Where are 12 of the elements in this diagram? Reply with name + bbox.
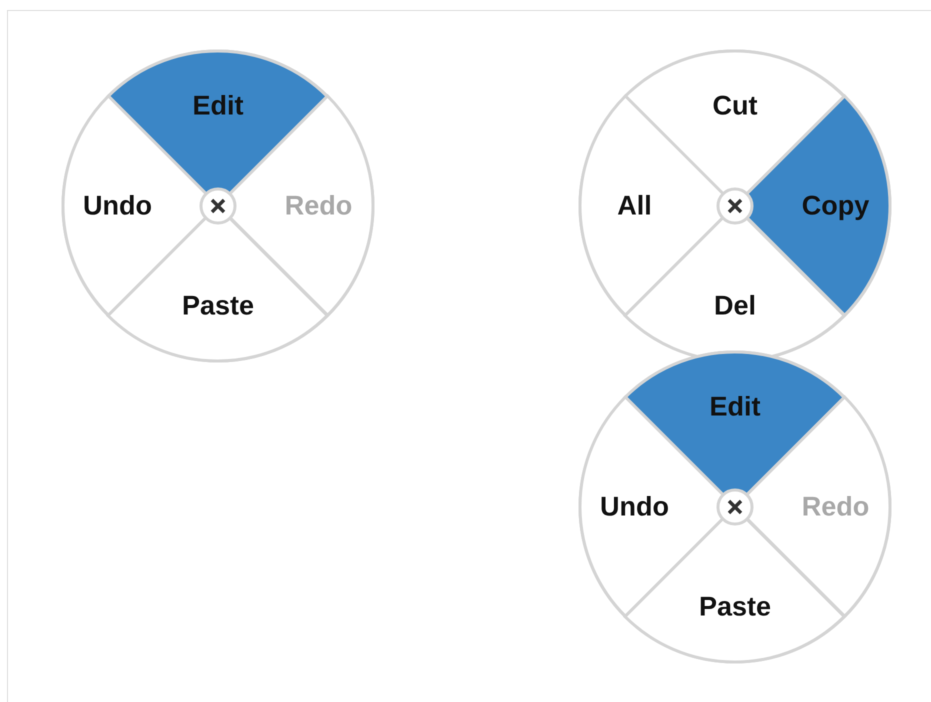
menu-label: All [617,190,652,222]
menu-label: Paste [698,592,772,623]
disabled-menu-label: Redo [802,491,870,522]
menu-label: Edit [709,391,760,422]
menu-label: Undo [600,491,669,522]
menu-label: Cut [712,90,758,122]
menu-label: Edit [192,90,244,122]
menu-label: Del [714,290,756,322]
menu-label: Paste [182,290,254,322]
disabled-menu-label: Redo [284,190,352,222]
menu-label: Copy [802,190,870,222]
menu-label: Undo [83,190,152,222]
